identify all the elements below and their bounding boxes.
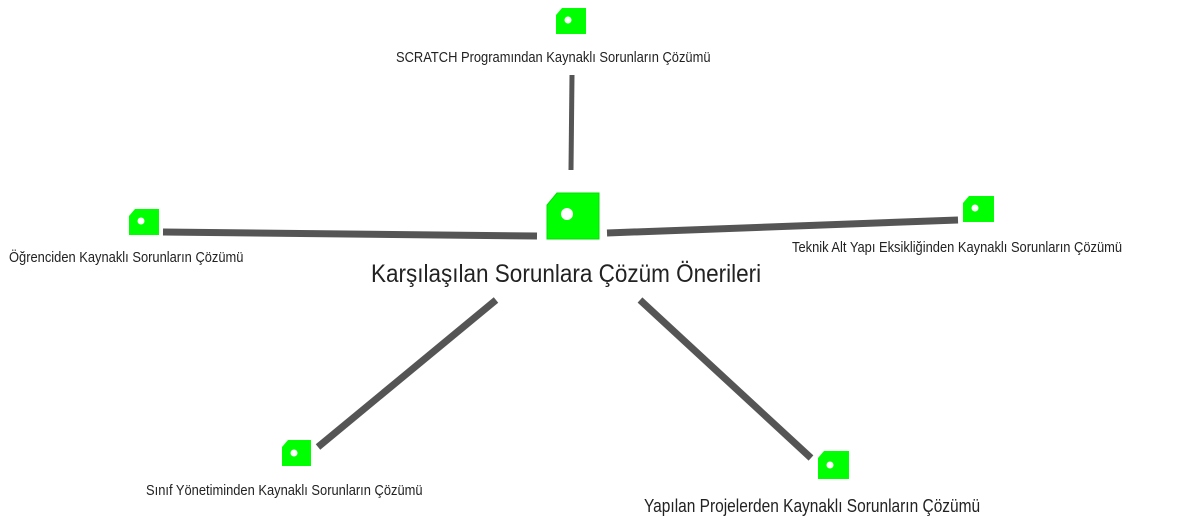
edge-classroom <box>315 297 499 450</box>
branch-label-scratch: SCRATCH Programından Kaynaklı Sorunların… <box>396 49 711 66</box>
edge-scratch <box>568 74 575 171</box>
edge-student <box>162 228 538 240</box>
node-classroom-tag-icon[interactable] <box>282 440 311 466</box>
branch-label-student: Öğrenciden Kaynaklı Sorunların Çözümü <box>9 249 244 266</box>
central-node-tag-icon[interactable] <box>546 192 600 240</box>
node-projects-tag-icon[interactable] <box>818 451 849 479</box>
edge-technical <box>606 216 959 237</box>
node-scratch-tag-icon[interactable] <box>556 8 586 34</box>
edge-projects <box>637 297 814 461</box>
branch-label-classroom: Sınıf Yönetiminden Kaynaklı Sorunların Ç… <box>146 482 423 499</box>
node-student-tag-icon[interactable] <box>129 209 159 235</box>
node-technical-tag-icon[interactable] <box>963 196 994 222</box>
branch-label-technical: Teknik Alt Yapı Eksikliğinden Kaynaklı S… <box>792 239 1123 256</box>
central-node-label: Karşılaşılan Sorunlara Çözüm Önerileri <box>371 260 762 288</box>
branch-label-projects: Yapılan Projelerden Kaynaklı Sorunların … <box>644 496 981 516</box>
